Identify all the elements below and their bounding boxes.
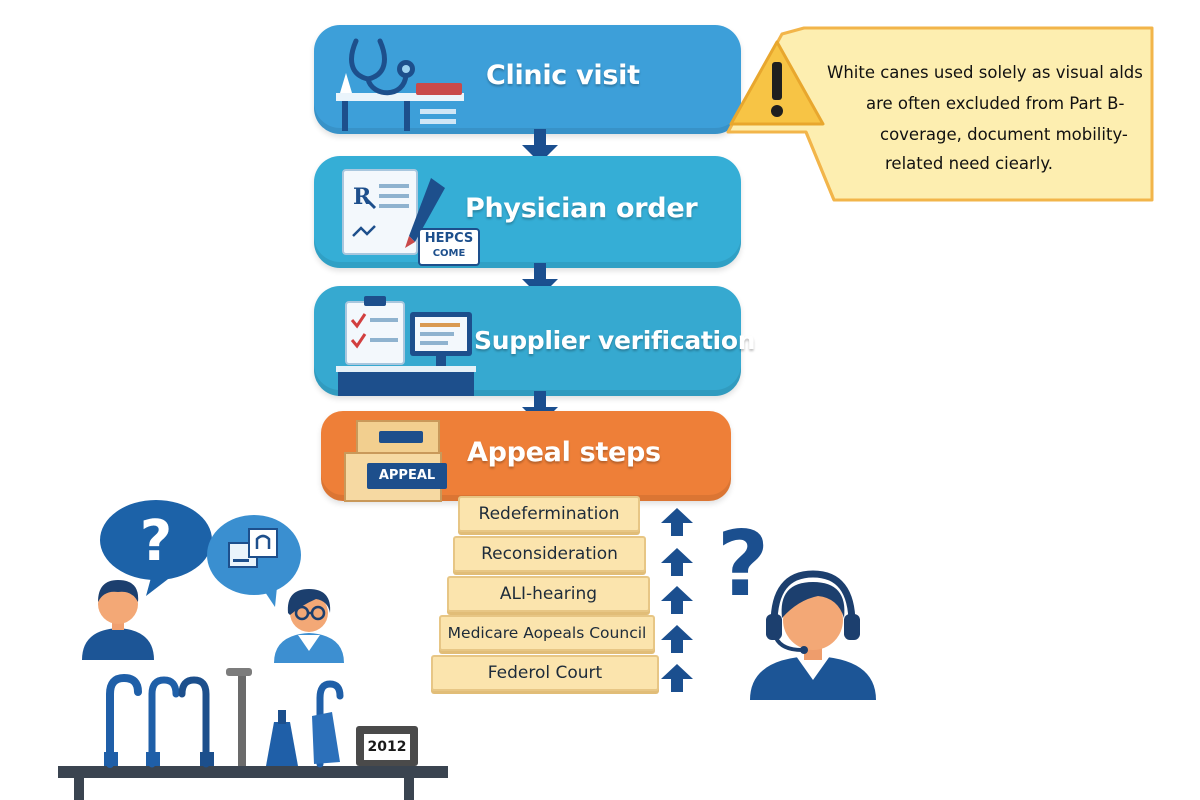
arrow-up-icon	[661, 625, 693, 653]
question-speech-bubble-icon: ?	[100, 500, 212, 596]
arrow-up-icon	[661, 548, 693, 576]
warning-line-4: related need ciearly.	[885, 154, 1054, 173]
svg-text:?: ?	[717, 519, 769, 609]
appeal-box-label: APPEAL	[367, 463, 447, 489]
step-label: Clinic visit	[486, 60, 640, 91]
year-display-label: 2012	[367, 739, 407, 755]
box-icon	[344, 420, 442, 502]
arrow-down-icon	[522, 129, 558, 163]
arrow-up-icon	[661, 586, 693, 614]
appeal-level-1: Redefermination	[458, 496, 640, 532]
hcpcs-tag: HEPCS COME	[418, 228, 480, 266]
warning-line-3: coverage, document mobility-	[880, 125, 1128, 144]
stethoscope-icon	[336, 38, 464, 131]
step-label: Appeal steps	[467, 437, 661, 468]
document-speech-bubble-icon	[207, 515, 301, 607]
step-clinic-visit: Clinic visit	[314, 25, 741, 134]
prescription-icon: R	[342, 169, 445, 255]
svg-text:?: ?	[140, 509, 172, 574]
appeal-level-3: ALI-hearing	[447, 576, 650, 612]
hcpcs-tag-line2: COME	[432, 248, 466, 259]
doctor-avatar	[274, 589, 344, 663]
arrow-up-icon	[661, 508, 693, 536]
appeal-level-4: Medicare Aopeals Council	[439, 615, 655, 651]
clipboard-checklist-icon	[336, 296, 476, 396]
patient-avatar	[82, 580, 154, 660]
hcpcs-tag-line1: HEPCS	[424, 231, 474, 246]
cane-display-shelf-icon	[58, 668, 448, 800]
warning-line-1: White canes used solely as visual alds	[827, 63, 1143, 82]
warning-line-2: are often excluded from Part B-	[866, 94, 1125, 113]
support-agent-avatar	[750, 570, 876, 700]
svg-text:R: R	[353, 184, 372, 210]
arrow-up-icon	[661, 664, 693, 692]
appeal-level-5: Federol Court	[431, 655, 659, 691]
step-appeal: APPEAL Appeal steps	[321, 411, 731, 502]
step-label: Physician order	[465, 193, 698, 224]
step-supplier-verification: Supplier verification	[314, 286, 756, 396]
appeal-level-2: Reconsideration	[453, 536, 646, 572]
step-physician-order: R HEPCS COME Physician order	[314, 156, 741, 268]
step-label: Supplier verification	[474, 326, 756, 355]
warning-icon	[729, 40, 825, 126]
help-question-icon: ?	[717, 519, 769, 609]
